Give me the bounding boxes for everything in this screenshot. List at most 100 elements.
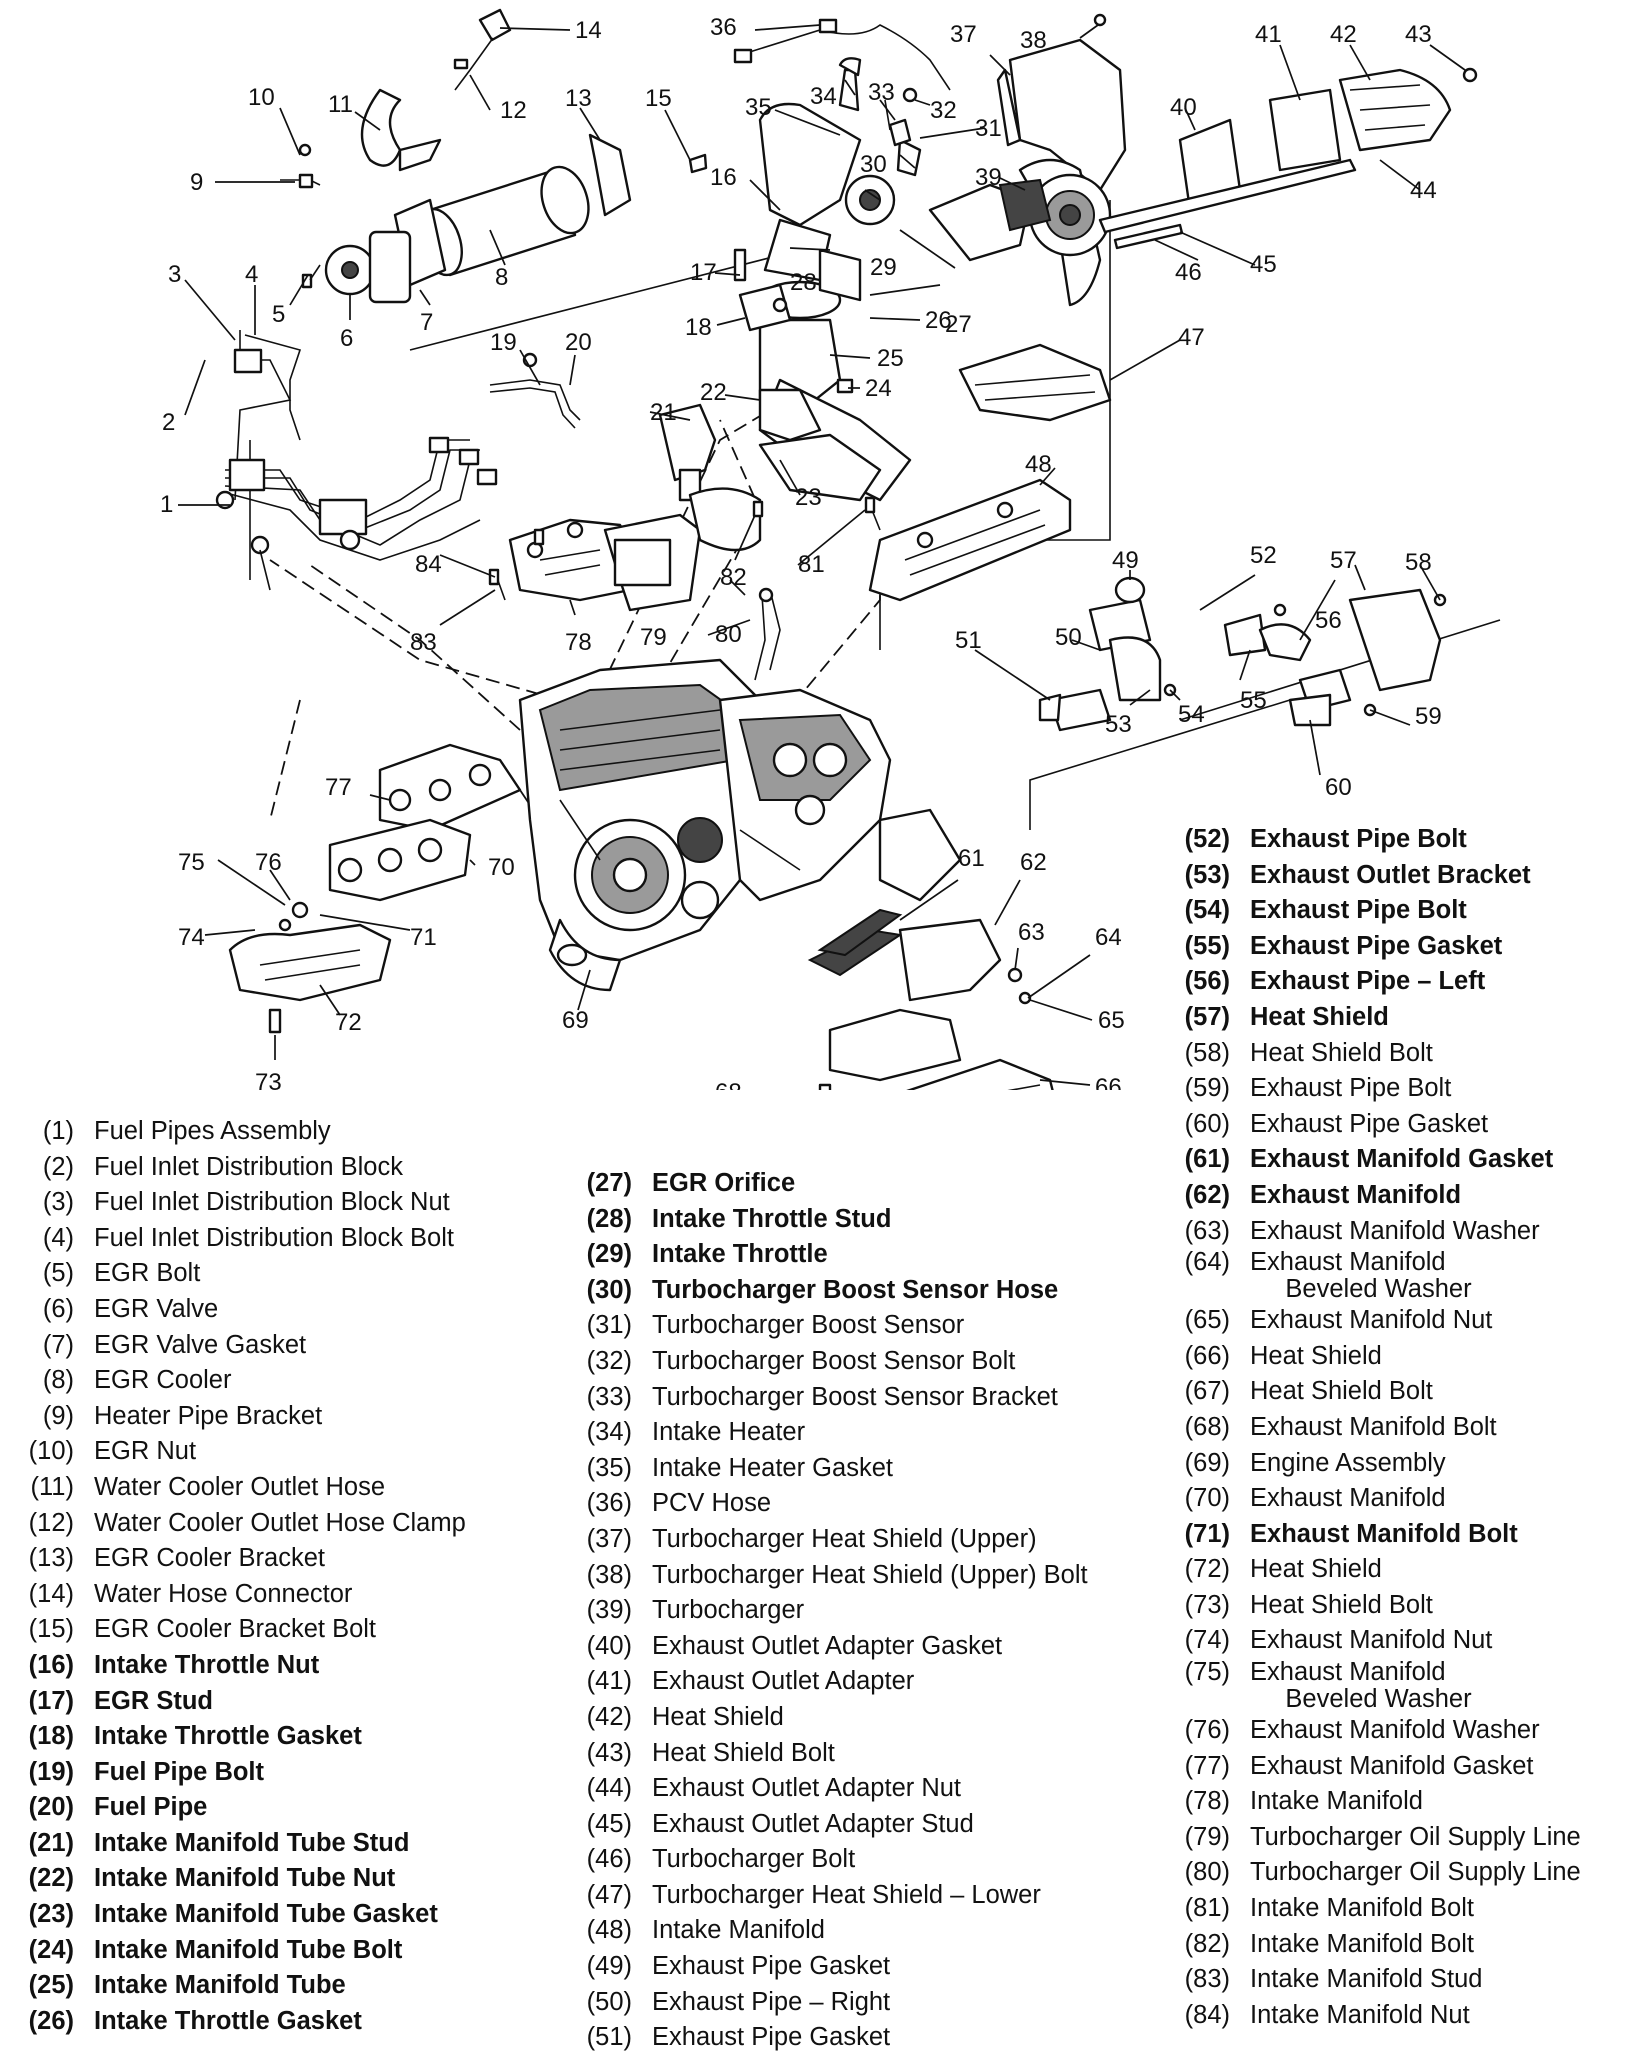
callout-12: 12	[500, 97, 527, 124]
legend-item-label: Exhaust Manifold Bolt	[1250, 1519, 1518, 1548]
legend-item: (49)Exhaust Pipe Gasket	[580, 1949, 1088, 1985]
callout-80: 80	[715, 621, 742, 648]
callout-60: 60	[1325, 774, 1352, 801]
legend-item: (20)Fuel Pipe	[22, 1790, 466, 1826]
callout-20: 20	[565, 329, 592, 356]
legend-item-label: Intake Manifold Tube Bolt	[94, 1935, 403, 1964]
callout-42: 42	[1330, 21, 1357, 48]
callout-53: 53	[1105, 711, 1132, 738]
legend-item-label: Exhaust Outlet Adapter Gasket	[652, 1631, 1003, 1660]
legend-item-number: (69)	[1184, 1448, 1230, 1477]
legend-item: (48)Intake Manifold	[580, 1913, 1088, 1949]
legend-item-number: (3)	[42, 1188, 74, 1217]
legend-item-label: Intake Manifold Nut	[1250, 2000, 1470, 2029]
legend-item-label: Exhaust Outlet Adapter Nut	[652, 1774, 962, 1803]
legend-item-number: (25)	[28, 1971, 74, 2000]
legend-item: (29)Intake Throttle	[580, 1237, 1088, 1273]
legend-item: (5)EGR Bolt	[22, 1256, 466, 1292]
callout-23: 23	[795, 484, 822, 511]
legend-item: (78)Intake Manifold	[1178, 1784, 1581, 1820]
legend-item-number: (16)	[28, 1650, 74, 1679]
legend-item: (73)Heat Shield Bolt	[1178, 1588, 1581, 1624]
legend-item-label: EGR Cooler Bracket Bolt	[94, 1615, 377, 1644]
legend-item: (14)Water Hose Connector	[22, 1577, 466, 1613]
legend-item: (50)Exhaust Pipe – Right	[580, 1985, 1088, 2021]
callout-41: 41	[1255, 21, 1282, 48]
legend-item: (61)Exhaust Manifold Gasket	[1178, 1142, 1581, 1178]
legend-item-label: Heat Shield Bolt	[1250, 1038, 1433, 1067]
legend-item-number: (6)	[42, 1294, 74, 1323]
legend-item-label: Intake Throttle Gasket	[94, 1722, 362, 1751]
legend-item-number: (40)	[586, 1631, 632, 1660]
legend-item: (77)Exhaust Manifold Gasket	[1178, 1749, 1581, 1785]
legend-item-number: (70)	[1184, 1484, 1230, 1513]
legend-item-label: EGR Cooler	[94, 1366, 232, 1395]
legend-item-label: Engine Assembly	[1250, 1448, 1446, 1477]
legend-item: (10)EGR Nut	[22, 1434, 466, 1470]
callout-47: 47	[1178, 324, 1205, 351]
legend-item-number: (52)	[1184, 825, 1230, 853]
legend-item: (46)Turbocharger Bolt	[580, 1842, 1088, 1878]
legend-item-label: Turbocharger Oil Supply Line	[1250, 1822, 1581, 1851]
callout-17: 17	[690, 259, 717, 286]
legend-item-label: Turbocharger	[652, 1596, 805, 1625]
callout-32: 32	[930, 97, 957, 124]
legend-item: (72)Heat Shield	[1178, 1552, 1581, 1588]
right-exhaust-manifold-group	[807, 908, 1054, 1090]
callout-36: 36	[710, 14, 737, 41]
legend-item-number: (51)	[586, 2023, 632, 2052]
exploded-engine-diagram: 1 2 3 4 5 6 7 8 9 10 11 12 13 14 15 16 1…	[160, 8, 1501, 1090]
legend-item-number: (78)	[1184, 1787, 1230, 1816]
callout-27: 27	[945, 311, 972, 338]
legend-item-number: (33)	[586, 1382, 632, 1411]
legend-item-number: (28)	[586, 1204, 632, 1233]
callout-64: 64	[1095, 924, 1122, 951]
legend-item-number: (76)	[1184, 1716, 1230, 1745]
left-exhaust-manifold-group	[228, 743, 522, 1034]
legend-item-label: EGR Orifice	[652, 1169, 796, 1197]
legend-item: (54)Exhaust Pipe Bolt	[1178, 893, 1581, 929]
callout-61: 61	[958, 845, 985, 872]
callout-75: 75	[178, 849, 205, 876]
legend-item-label: Fuel Inlet Distribution Block Nut	[94, 1188, 450, 1217]
callout-76: 76	[255, 849, 282, 876]
legend-item-number: (73)	[1184, 1590, 1230, 1619]
legend-item-label: Exhaust Pipe – Right	[652, 1987, 891, 2016]
legend-item-number: (74)	[1184, 1626, 1230, 1655]
callout-3: 3	[168, 261, 181, 288]
legend-item-number: (14)	[28, 1579, 74, 1608]
callout-8: 8	[495, 264, 508, 291]
legend-item: (8)EGR Cooler	[22, 1363, 466, 1399]
legend-item-number: (67)	[1184, 1377, 1230, 1406]
legend-item-number: (22)	[28, 1864, 74, 1893]
legend-item-label: Fuel Pipe	[94, 1793, 208, 1822]
legend-item-label: Exhaust Manifold Gasket	[1250, 1145, 1554, 1174]
legend-item: (22)Intake Manifold Tube Nut	[22, 1861, 466, 1897]
legend-item-label: Fuel Pipes Assembly	[94, 1117, 331, 1145]
legend-item: (15)EGR Cooler Bracket Bolt	[22, 1612, 466, 1648]
callout-4: 4	[245, 261, 258, 288]
callout-52: 52	[1250, 542, 1277, 569]
legend-item-label: Exhaust Manifold Nut	[1250, 1626, 1493, 1655]
legend-item: (24)Intake Manifold Tube Bolt	[22, 1933, 466, 1969]
legend-item-label: Fuel Inlet Distribution Block Bolt	[94, 1223, 454, 1252]
legend-item-number: (58)	[1184, 1038, 1230, 1067]
legend-column-1: (1)Fuel Pipes Assembly(2)Fuel Inlet Dist…	[22, 1114, 466, 2039]
legend-item-label: Intake Manifold Stud	[1250, 1965, 1483, 1994]
legend-item-label: Intake Throttle Stud	[652, 1204, 892, 1233]
legend-item-label: Intake Heater	[652, 1418, 806, 1447]
legend-item-number: (65)	[1184, 1306, 1230, 1335]
callout-7: 7	[420, 309, 433, 336]
legend-item: (1)Fuel Pipes Assembly	[22, 1114, 466, 1150]
legend-item-label: Intake Manifold	[652, 1916, 825, 1945]
callout-54: 54	[1178, 701, 1205, 728]
legend-item-number: (31)	[586, 1311, 632, 1340]
callout-74: 74	[178, 924, 205, 951]
legend-item: (57)Heat Shield	[1178, 1000, 1581, 1036]
legend-item: (33)Turbocharger Boost Sensor Bracket	[580, 1380, 1088, 1416]
legend-item-label: Exhaust Pipe Gasket	[652, 2023, 891, 2052]
legend-item: (39)Turbocharger	[580, 1593, 1088, 1629]
callout-69: 69	[562, 1007, 589, 1034]
callout-84: 84	[415, 551, 442, 578]
fuel-pipe-20	[489, 352, 717, 502]
